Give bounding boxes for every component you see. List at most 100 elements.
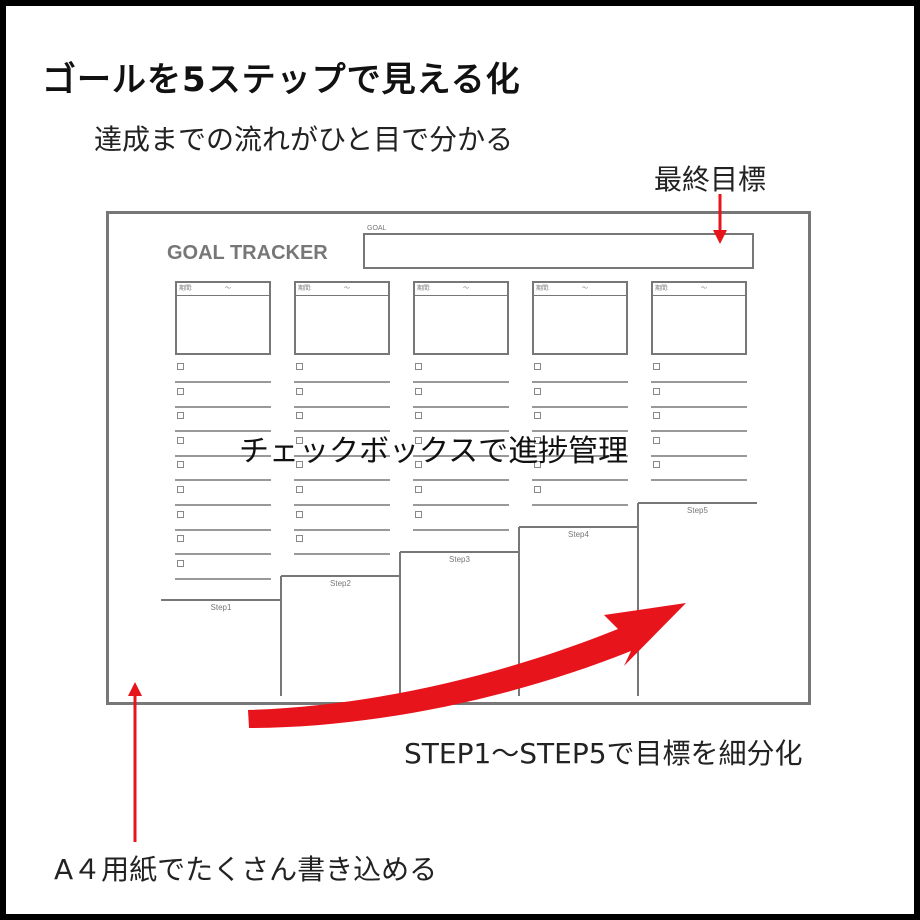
checkbox-row [651, 384, 747, 408]
steps-callout: STEP1〜STEP5で目標を細分化 [404, 737, 803, 770]
checkbox-row [175, 384, 271, 408]
writing-line [532, 454, 628, 457]
writing-line [294, 479, 390, 482]
checkbox-icon [534, 387, 541, 395]
checkbox-row [175, 408, 271, 433]
writing-line [413, 405, 509, 408]
checkbox-icon [534, 436, 541, 444]
checkbox-icon [415, 387, 422, 395]
writing-line [175, 405, 271, 408]
checkbox-row [175, 482, 271, 506]
checkbox-row [532, 384, 628, 408]
period-label: 期間: [298, 286, 312, 292]
checkbox-icon [653, 387, 660, 395]
checkbox-icon [296, 436, 303, 444]
checkbox-icon [296, 461, 303, 469]
checkbox-icon [296, 535, 303, 543]
period-header: 期間:〜 [415, 283, 507, 296]
checkbox-row [413, 482, 509, 506]
checkbox-row [175, 556, 271, 580]
period-box: 期間: 〜 [175, 281, 271, 355]
checkbox-row [413, 408, 509, 433]
checkbox-row [413, 457, 509, 482]
checkbox-icon [296, 510, 303, 518]
checkbox-icon [177, 559, 184, 567]
checkbox-icon [296, 387, 303, 395]
checkbox-row [413, 359, 509, 383]
writing-line [532, 479, 628, 482]
final-goal-callout: 最終目標 [654, 163, 767, 196]
writing-line [294, 528, 390, 531]
period-box: 期間:〜 [294, 281, 390, 355]
checkbox-row [532, 457, 628, 482]
writing-line [175, 577, 271, 580]
writing-line [175, 479, 271, 482]
checkbox-row [294, 408, 390, 433]
tracker-title: GOAL TRACKER [167, 242, 328, 264]
period-label: 期間: [179, 286, 193, 292]
writing-line [532, 430, 628, 433]
period-box: 期間: 〜 [651, 281, 747, 355]
checkbox-icon [534, 486, 541, 493]
goal-tracker-sheet: GOAL TRACKER GOAL 期間:〜期間:〜期間:〜期間:〜期間:〜 S… [106, 211, 811, 705]
checkbox-icon [415, 461, 422, 469]
period-separator: 〜 [701, 286, 708, 292]
period-separator: 〜 [582, 286, 589, 292]
writing-line [294, 381, 390, 383]
period-label: 期間: [536, 286, 550, 292]
checkbox-row [294, 531, 390, 556]
checkbox-row [175, 507, 271, 531]
checkbox-icon [653, 363, 660, 370]
writing-line [294, 405, 390, 408]
checkbox-icon [177, 387, 184, 395]
checkbox-row [294, 507, 390, 531]
writing-line [651, 430, 747, 433]
writing-line [413, 454, 509, 457]
writing-line [294, 454, 390, 457]
infographic: ゴールを5ステップで見える化 達成までの流れがひと目で分かる 最終目標 GOAL… [6, 6, 914, 914]
writing-line [651, 381, 747, 383]
checkbox-row [532, 408, 628, 433]
checkbox-icon [415, 436, 422, 444]
page-subtitle: 達成までの流れがひと目で分かる [94, 123, 514, 156]
checkbox-icon [653, 461, 660, 469]
period-label: 期間: [655, 286, 669, 292]
checkbox-row [651, 433, 747, 457]
checkbox-row [294, 359, 390, 383]
checkbox-row [294, 384, 390, 408]
period-separator: 〜 [463, 286, 470, 292]
checkbox-icon [415, 510, 422, 518]
writing-line [413, 479, 509, 482]
writing-line [175, 381, 271, 383]
writing-line [651, 479, 747, 482]
writing-line [175, 504, 271, 506]
checkbox-icon [296, 412, 303, 420]
checkbox-icon [177, 436, 184, 444]
checkbox-icon [534, 412, 541, 420]
period-header: 期間: 〜 [653, 283, 745, 296]
step-label: Step1 [210, 603, 232, 612]
checkbox-row [175, 531, 271, 556]
writing-line [413, 504, 509, 506]
checkbox-icon [296, 363, 303, 370]
goal-label: GOAL [367, 225, 387, 232]
writing-line [532, 405, 628, 408]
writing-line [294, 430, 390, 433]
checkbox-icon [177, 510, 184, 518]
period-header: 期間:〜 [296, 283, 388, 296]
goal-input-box [363, 233, 754, 269]
checkbox-icon [653, 436, 660, 444]
checkbox-row [175, 457, 271, 482]
writing-line [175, 454, 271, 457]
period-separator: 〜 [225, 286, 232, 292]
step-label: Step4 [568, 530, 589, 539]
period-box: 期間: 〜 [532, 281, 628, 355]
checkbox-row [413, 433, 509, 457]
step-label: Step3 [449, 555, 470, 564]
checkbox-row [175, 359, 271, 383]
writing-line [294, 553, 390, 556]
period-box: 期間:〜 [413, 281, 509, 355]
checkbox-row [294, 482, 390, 506]
checkbox-row [532, 433, 628, 457]
period-header: 期間: 〜 [534, 283, 626, 296]
